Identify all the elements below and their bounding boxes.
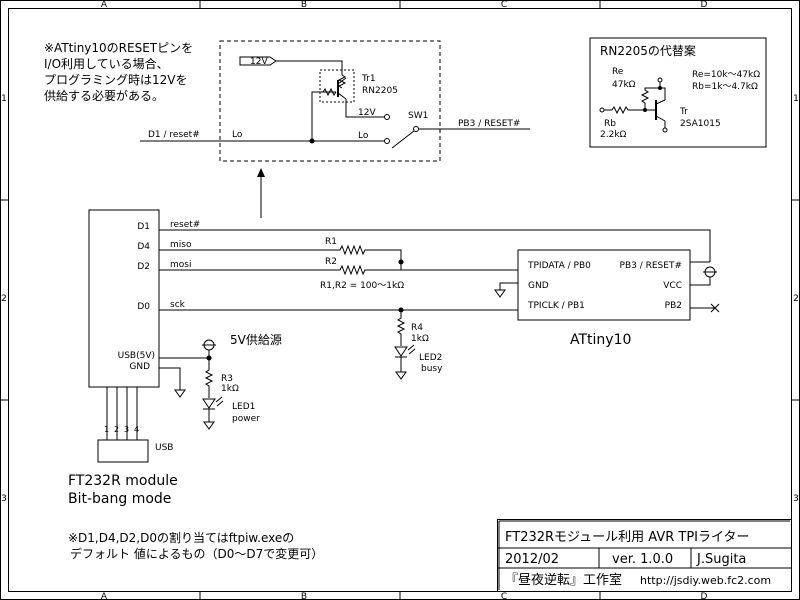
row-label: 2: [793, 294, 799, 304]
usb-label: USB: [155, 443, 173, 453]
drawing-version: ver. 1.0.0: [612, 552, 673, 567]
power-wiring: 5V供給源 R3 1kΩ LED1 power: [159, 333, 282, 430]
drawing-org: 『昼夜逆転』工作室: [505, 572, 622, 588]
inset-arrow: [257, 168, 265, 218]
led1-desc: power: [232, 414, 260, 424]
tr-part: 2SA1015: [680, 119, 721, 129]
pin-reset: PB3 / RESET#: [620, 261, 682, 271]
r4-label: R4: [411, 323, 423, 333]
col-label: A: [101, 592, 108, 600]
col-label: D: [701, 592, 708, 600]
rb-label: Rb: [604, 119, 616, 129]
note-line: ※D1,D4,D2,D0の割り当てはftpiw.exeの: [68, 530, 294, 545]
drawing-author: J.Sugita: [696, 552, 746, 567]
signal-nets: reset# miso R1 mosi R2 R1,R2 = 100～1kΩ s…: [159, 220, 711, 313]
re-value: 47kΩ: [612, 80, 636, 90]
pin-gnd: GND: [528, 281, 549, 291]
note-line: プログラミング時は12Vを: [44, 73, 187, 87]
note-line: I/O利用している場合、: [44, 56, 169, 71]
pin-vcc: VCC: [663, 281, 682, 291]
pin-tpiclk: TPICLK / PB1: [527, 301, 585, 311]
alt-title: RN2205の代替案: [600, 43, 696, 58]
pin-d2: D2: [137, 262, 150, 272]
sig-miso: miso: [170, 240, 192, 250]
sig-sck: sck: [170, 300, 186, 310]
pin-gnd: GND: [129, 362, 150, 372]
pin-d1: D1: [137, 222, 150, 232]
col-label: C: [501, 592, 507, 600]
r2-label: R2: [325, 257, 337, 267]
r4-value: 1kΩ: [411, 334, 429, 344]
usb-pin: 1: [104, 425, 109, 434]
note-line: 供給する必要がある。: [44, 88, 164, 103]
pin-d0: D0: [137, 302, 150, 312]
tr1-ref: Tr1: [361, 74, 376, 84]
pin-pb2: PB2: [665, 301, 682, 311]
r3-label: R3: [221, 374, 233, 384]
usb-pin: 2: [114, 425, 119, 434]
sig-reset: reset#: [170, 220, 200, 230]
led2-desc: busy: [421, 364, 443, 374]
pin-tpidata: TPIDATA / PB0: [527, 261, 591, 271]
pin-d4: D4: [137, 242, 150, 252]
note-line: デフォルト 値によるもの（D0～D7で変更可）: [70, 546, 323, 561]
col-label: C: [501, 0, 507, 10]
tr1-part: RN2205: [362, 86, 398, 96]
row-label: 1: [793, 94, 799, 104]
lo-label-left: Lo: [232, 130, 243, 140]
col-label: B: [301, 592, 307, 600]
drawing-url: http://jsdiy.web.fc2.com: [640, 574, 771, 587]
pin-usb5v: USB(5V): [118, 351, 155, 361]
drawing-date: 2012/02: [505, 552, 559, 567]
row-label: 3: [1, 494, 7, 504]
net-label-right: PB3 / RESET#: [458, 119, 520, 129]
sw-lo-label: Lo: [358, 131, 369, 141]
rb-value: 2.2kΩ: [600, 130, 627, 140]
busy-led-circuit: R4 1kΩ LED2 busy: [394, 310, 443, 380]
attiny10-chip: TPIDATA / PB0 GND TPICLK / PB1 PB3 / RES…: [494, 249, 720, 348]
inset-net: D1 / reset# Lo PB3 / RESET#: [140, 119, 530, 144]
re-range: Re=10k～47kΩ: [692, 70, 760, 80]
tr-label: Tr: [679, 107, 688, 117]
sw1-ref: SW1: [408, 111, 428, 121]
sw-12v-label: 12V: [358, 108, 376, 118]
v12-flag-label: 12V: [250, 57, 268, 67]
col-label: B: [301, 0, 307, 10]
ft232r-module: D1 D4 D2 D0 USB(5V) GND 1 2 3 4 USB FT23…: [68, 209, 178, 507]
led1-label: LED1: [232, 402, 255, 412]
col-label: D: [701, 0, 708, 10]
note-line: ※ATtiny10のRESETピンを: [44, 41, 193, 55]
led2-label: LED2: [419, 353, 442, 363]
module-mode: Bit-bang mode: [68, 491, 171, 507]
r12-note: R1,R2 = 100～1kΩ: [320, 281, 404, 291]
sig-mosi: mosi: [170, 260, 191, 270]
title-block: FT232Rモジュール利用 AVR TPIライター 2012/02 ver. 1…: [497, 519, 792, 592]
assignment-note: ※D1,D4,D2,D0の割り当てはftpiw.exeの デフォルト 値によるも…: [68, 530, 323, 561]
net-label-left: D1 / reset#: [148, 130, 200, 140]
chip-name: ATtiny10: [570, 332, 631, 348]
row-label: 1: [1, 94, 7, 104]
power-label: 5V供給源: [230, 333, 282, 347]
usb-pin: 4: [134, 425, 139, 434]
reset-note: ※ATtiny10のRESETピンを I/O利用している場合、 プログラミング時…: [44, 41, 193, 103]
row-label: 2: [1, 294, 7, 304]
reset-12v-inset: 12V Tr1 RN2205 12V Lo SW1: [219, 40, 441, 162]
col-label: A: [101, 0, 108, 10]
rb-range: Rb=1k～4.7kΩ: [692, 82, 758, 92]
module-name: FT232R module: [68, 473, 178, 489]
r1-label: R1: [325, 237, 337, 247]
r3-value: 1kΩ: [221, 384, 239, 394]
row-label: 3: [793, 494, 799, 504]
usb-pin: 3: [124, 425, 129, 434]
re-label: Re: [612, 67, 624, 77]
alternative-circuit: RN2205の代替案 Re 47kΩ Rb 2.2kΩ Re=10k～47kΩ …: [589, 37, 767, 148]
drawing-title: FT232Rモジュール利用 AVR TPIライター: [505, 530, 749, 545]
